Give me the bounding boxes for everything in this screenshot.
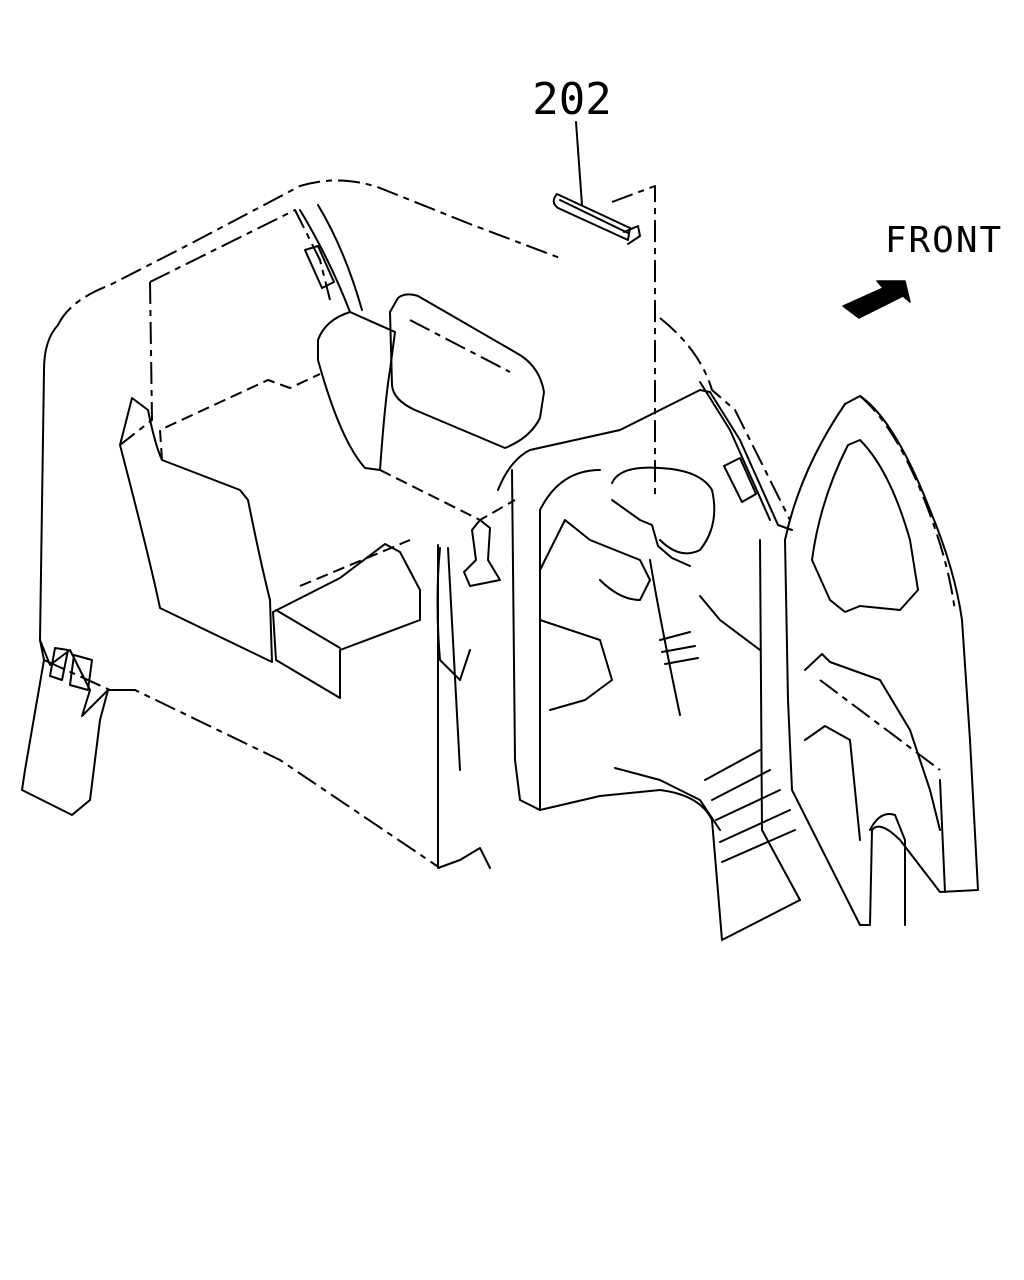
console-edge	[447, 547, 461, 771]
rear-window-left	[119, 281, 153, 446]
rear-step	[21, 659, 109, 816]
visor-body	[552, 193, 631, 241]
front-door-frame	[759, 539, 801, 901]
box-edge	[275, 609, 341, 649]
b-pillar-line	[299, 209, 351, 313]
wheel-arch	[539, 789, 801, 941]
install-guide-line	[611, 185, 656, 498]
callout-202[interactable]: 202	[532, 74, 612, 206]
door-window	[811, 439, 919, 613]
floor-left-edge	[43, 659, 441, 869]
front-direction-arrow-icon	[842, 280, 911, 319]
front-seat-back-left	[317, 311, 396, 471]
dash-lower	[539, 619, 613, 711]
a-pillar-left	[511, 469, 601, 811]
open-door	[784, 395, 979, 926]
dash-right-edge	[699, 595, 761, 651]
b-pillar-line-2	[317, 204, 363, 311]
rear-floor-line	[158, 373, 321, 461]
dash-top	[497, 389, 711, 491]
step-detail-2	[69, 654, 93, 691]
roof-right-edge	[659, 317, 791, 521]
door-hinge-area	[869, 813, 906, 926]
rear-window-top	[149, 209, 331, 301]
vent-grille	[659, 631, 699, 665]
door-inner-edge	[939, 779, 946, 893]
door-panel-lower	[804, 725, 861, 841]
box-top-line	[299, 539, 411, 587]
step-detail-1	[49, 647, 69, 681]
door-top-edge	[859, 395, 956, 613]
part-202-visor-strip[interactable]	[552, 193, 641, 245]
rear-seat-back	[119, 397, 273, 663]
a-pillar-right-inner	[699, 381, 771, 521]
dash-center-line	[649, 559, 681, 716]
left-wall-edge	[39, 324, 59, 661]
front-headrest	[389, 293, 545, 449]
door-panel-upper	[804, 653, 941, 831]
grab-handle-front	[723, 457, 757, 503]
callout-number: 202	[532, 74, 611, 125]
leader-line	[575, 121, 583, 206]
seat-floor-line	[379, 469, 516, 522]
visor-clip	[623, 225, 641, 245]
steering-column	[611, 499, 691, 567]
grab-handle-rear	[304, 245, 335, 289]
gear-lever	[463, 519, 501, 587]
headrest-seam	[409, 319, 511, 373]
dash-left-section	[539, 519, 651, 601]
a-pillar-right	[709, 391, 793, 531]
visor-edge	[559, 199, 629, 234]
cab-body	[21, 179, 979, 941]
front-direction-indicator: FRONT	[842, 220, 1003, 319]
console-side	[437, 544, 491, 869]
door-trim-line	[819, 679, 941, 771]
front-label: FRONT	[885, 220, 1003, 261]
floor-line	[614, 767, 721, 831]
roof-front-edge	[57, 179, 561, 326]
steering-wheel	[611, 466, 716, 555]
rear-console-box	[272, 543, 421, 699]
floor-step-ribs	[704, 749, 796, 863]
